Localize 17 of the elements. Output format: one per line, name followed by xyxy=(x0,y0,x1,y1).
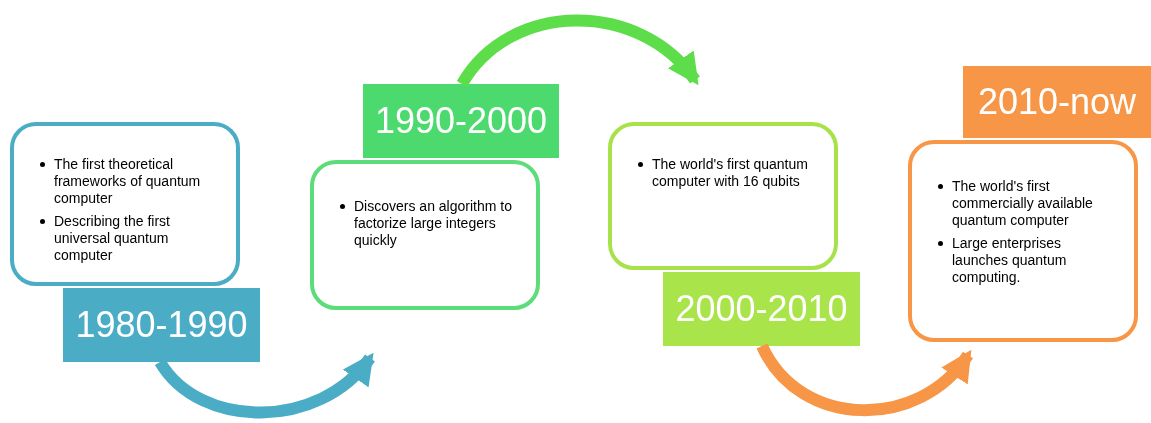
bullet-text: The first theoretical frameworks of quantum computer xyxy=(54,156,201,206)
curved-arrow xyxy=(155,353,375,419)
bullet-text: The world's first commercially available quantum computer xyxy=(952,178,1093,228)
bullet-text: Discovers an algorithm to factorize large integers quickly xyxy=(354,198,512,248)
milestone-card xyxy=(10,122,240,286)
milestone-card xyxy=(908,140,1138,342)
milestone-card xyxy=(310,160,540,310)
period-label: 1980-1990 xyxy=(63,288,260,362)
period-label: 1990-2000 xyxy=(363,84,559,158)
bullet-text: Large enterprises launches quantum computing. xyxy=(952,235,1067,285)
bullet-text: Describing the first universal quantum computer xyxy=(54,213,170,263)
curved-arrow xyxy=(457,14,700,88)
bullet-text: The world's first quantum computer with 16 qubits xyxy=(652,156,808,189)
period-label: 2010-now xyxy=(963,66,1151,138)
curved-arrow xyxy=(756,343,973,417)
milestone-card xyxy=(608,122,838,270)
period-label: 2000-2010 xyxy=(663,272,860,346)
